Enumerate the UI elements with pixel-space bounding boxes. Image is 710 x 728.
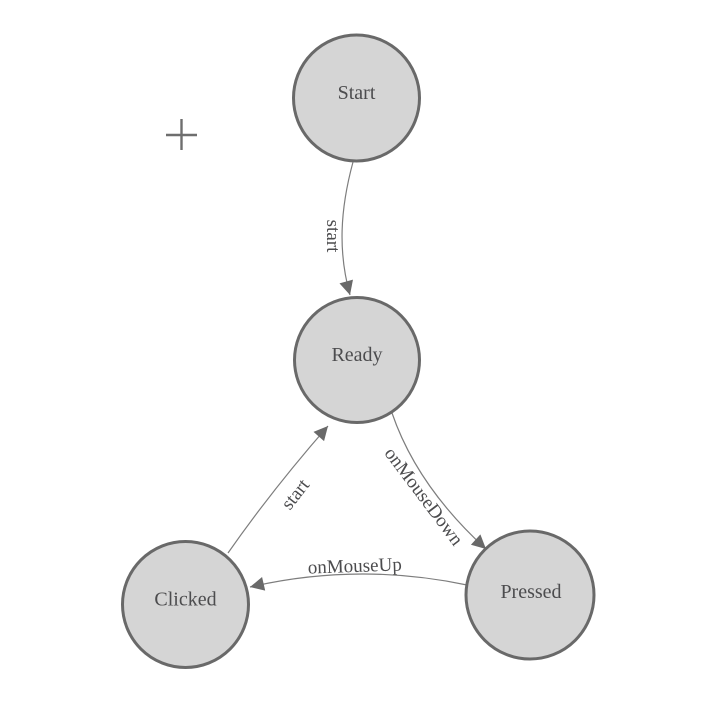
- state-node-pressed[interactable]: Pressed: [464, 529, 596, 661]
- state-circle-pressed[interactable]: [464, 529, 596, 661]
- edge-pressed-to-clicked[interactable]: [249, 573, 468, 591]
- state-circle-clicked[interactable]: [121, 540, 250, 669]
- state-node-clicked[interactable]: Clicked: [121, 540, 250, 669]
- edge-label-start-top: start: [322, 220, 343, 253]
- state-node-start[interactable]: Start: [292, 33, 421, 163]
- state-node-ready[interactable]: Ready: [293, 296, 421, 424]
- edge-clicked-to-ready[interactable]: [227, 425, 329, 554]
- state-circle-start[interactable]: [292, 33, 421, 163]
- edge-label-onmousedown: onMouseDown: [380, 444, 468, 551]
- edge-ready-to-pressed[interactable]: [391, 412, 487, 550]
- state-circle-ready[interactable]: [293, 296, 421, 424]
- edge-start-to-ready[interactable]: [339, 161, 354, 296]
- plus-crosshair-icon: [166, 119, 197, 150]
